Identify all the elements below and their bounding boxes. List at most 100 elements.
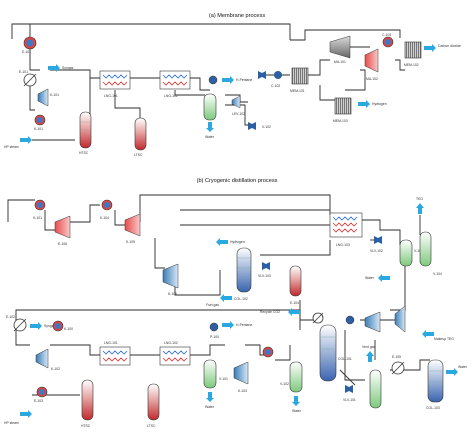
label-lng102: LNG-102 — [164, 94, 178, 98]
label-p100: P-100 — [210, 335, 219, 339]
syngas-arrow-icon — [48, 64, 60, 72]
label-ltsc: LTSC — [134, 153, 143, 157]
heater-col101 — [312, 312, 324, 324]
label-carbon-dioxide: Carbon dioxide — [438, 44, 461, 48]
drum-v102: Water V-102 — [280, 361, 303, 413]
heater-k104: K-104 — [100, 199, 113, 220]
pipe — [395, 59, 405, 71]
label-water-b: Water — [292, 409, 302, 413]
cryogenic-title: (b) Cryogenic distillation process — [197, 178, 278, 184]
label-fuel-gas: Fuel gas — [206, 303, 219, 307]
label-lng101: LNG-101 — [104, 94, 118, 98]
pipe — [70, 204, 100, 223]
label-water: Water — [205, 135, 215, 139]
label-c103: C-103 — [382, 33, 391, 37]
label-syngas-cryo: Syngas — [44, 324, 56, 328]
label-makeup-teg: Makeup TEG — [434, 337, 454, 341]
label-h-pentane: H-Pentane — [236, 78, 252, 82]
hp-steam-arrow-icon — [20, 136, 32, 144]
compressor-right — [364, 311, 381, 333]
compressor-k102: K-102 — [35, 348, 60, 371]
pipe — [139, 194, 331, 222]
reactor-htsc: HTSC — [79, 111, 92, 155]
pipe — [154, 238, 165, 269]
heater-k101-cryo: K-101 — [33, 199, 46, 220]
pipe — [360, 219, 401, 245]
valve-vlv102: VLV-102 — [370, 236, 383, 253]
makeup-teg-arrow-icon — [422, 330, 434, 338]
label-k101-cryo: K-101 — [33, 216, 42, 220]
recycle-co2-arrow-icon — [288, 308, 300, 316]
label-hydrogen: Hydrogen — [372, 102, 387, 106]
hydrogen-arrow-icon — [358, 100, 370, 108]
label-e104: E-104 — [290, 301, 299, 305]
column-col102: COL-102 — [234, 247, 252, 301]
expander-lev102: LEV-102 — [231, 95, 245, 116]
label-e102: E-102 — [6, 315, 15, 319]
label-hp-steam-cryo: HP steam — [4, 421, 19, 425]
pipe — [190, 344, 225, 356]
heater-c103: C-103 — [382, 33, 394, 48]
label-lng101-cryo: LNG-101 — [104, 341, 118, 345]
label-k101b: K-101 — [34, 127, 43, 131]
compressor-e106: E-106 — [54, 215, 71, 246]
label-hp-steam: HP steam — [4, 145, 19, 149]
label-k103: K-103 — [238, 389, 247, 393]
heater-e105: E-105 — [391, 355, 405, 375]
pipe — [174, 270, 221, 296]
label-recycle-co2: Recycle CO2 — [260, 310, 280, 314]
label-e101-top: E-101 — [22, 50, 31, 54]
h-pentane-arrow-icon-cryo — [222, 321, 234, 329]
label-col101: COL-101 — [338, 357, 352, 361]
heater-e103: E-103 — [34, 386, 48, 403]
pipe — [344, 330, 365, 381]
heater-k100: K-100 — [52, 320, 73, 332]
pipe — [339, 369, 356, 386]
pipe — [190, 77, 210, 91]
water-out-arrow-icon — [446, 368, 458, 376]
label-syngas: Syngas — [62, 66, 74, 70]
heat-exchanger-lng101-cryo: LNG-101 — [99, 341, 131, 366]
heat-exchanger-lng103: LNG-103 — [329, 212, 363, 247]
pipe — [11, 23, 30, 39]
drum-lower-right — [369, 369, 382, 409]
label-v103: V-103 — [414, 249, 423, 253]
membrane-title: (a) Membrane process — [209, 13, 265, 19]
pipe — [50, 344, 100, 356]
membrane-mem103: MEM-103 — [333, 97, 352, 123]
pipe — [290, 29, 401, 41]
label-e101-cooler: E-101 — [19, 70, 28, 74]
label-e103: E-103 — [34, 399, 43, 403]
drum-e104: E-104 — [289, 265, 302, 305]
pipe — [29, 85, 35, 111]
label-lev102: LEV-102 — [232, 112, 245, 116]
membrane-mem101: MEM-101 — [290, 67, 309, 93]
label-vent-gas: Vent gas — [362, 345, 376, 349]
compressor-k105: K-105 — [124, 213, 141, 244]
drum-v101: Water V-101 — [203, 359, 228, 409]
label-ma101: MA-101 — [334, 60, 346, 64]
membrane-section: E-101 E-101 Syngas K-101 K-101 HP steam — [4, 23, 461, 157]
label-k104: K-104 — [100, 216, 109, 220]
reactor-htsc-cryo: HTSC — [81, 379, 94, 428]
reactor-ltsc-cryo: LTSC — [147, 383, 160, 428]
pipe — [7, 199, 35, 222]
heater-left-bottom: K-101 — [34, 114, 46, 131]
valve-vlv101: VLV-101 — [343, 385, 356, 402]
pipe — [174, 90, 205, 96]
syngas-arrow-icon-cryo — [30, 322, 42, 330]
pipe — [345, 69, 366, 91]
label-vlv102: VLV-102 — [370, 249, 383, 253]
label-lng103: LNG-103 — [336, 243, 350, 247]
label-v101: V-101 — [219, 377, 228, 381]
label-v102-cryo: V-102 — [280, 382, 289, 386]
label-v104: V-104 — [433, 272, 442, 276]
water-arrow-icon-v101 — [206, 392, 214, 402]
pipe — [29, 23, 291, 40]
cryogenic-section: K-101 E-106 K-104 K-105 K-106 LNG-103 — [4, 194, 468, 428]
heat-exchanger-lng101: LNG-101 — [99, 70, 131, 98]
compressor-ma101: MA-101 — [329, 35, 351, 64]
column-col103: COL-103 — [426, 359, 444, 410]
label-mem102: MEM-102 — [404, 63, 419, 67]
cooler-e102: E-102 — [6, 315, 27, 332]
